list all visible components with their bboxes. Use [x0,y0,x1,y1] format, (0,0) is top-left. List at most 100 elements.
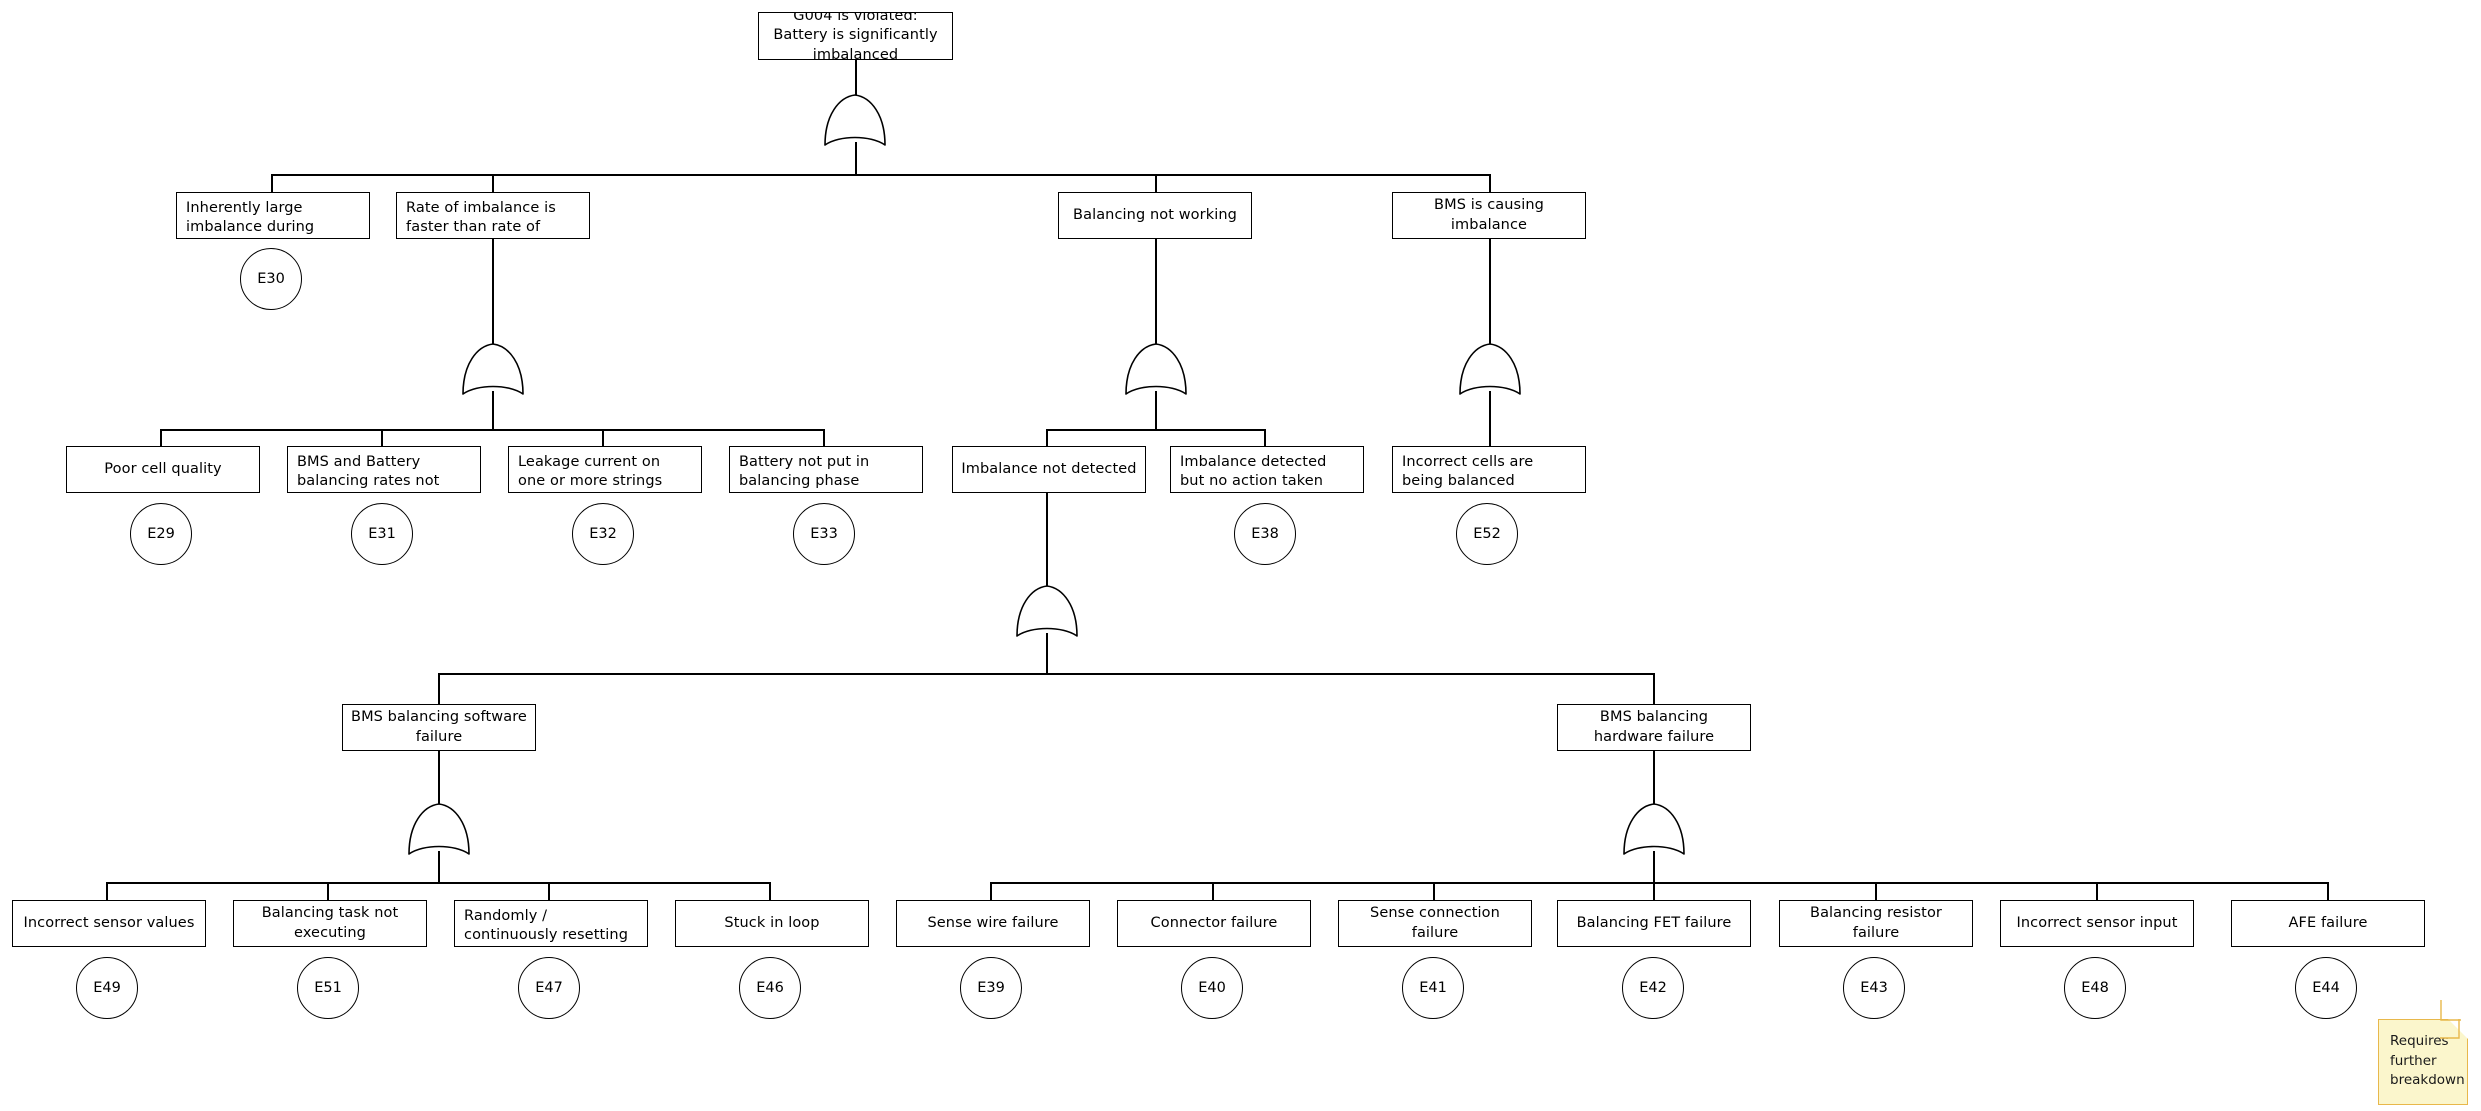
event-box-battery-not-balancing-phase[interactable]: Battery not put in balancing phase regul… [729,446,923,493]
event-label: Balancing not working [1073,206,1237,223]
top-event-box[interactable]: G004 is violated: Battery is significant… [758,12,953,60]
event-box-rate-of-imbalance[interactable]: Rate of imbalance is faster than rate of… [396,192,590,239]
event-box-bms-balancing-hardware-failure[interactable]: BMS balancing hardware failure [1557,704,1751,751]
connector-balancing-to-gate [1155,239,1157,351]
basic-event-E39[interactable]: E39 [960,957,1022,1019]
basic-event-E51[interactable]: E51 [297,957,359,1019]
basic-event-E49[interactable]: E49 [76,957,138,1019]
or-gate-rate-of-imbalance[interactable] [461,343,525,396]
event-box-incorrect-sensor-values[interactable]: Incorrect sensor values [12,900,206,947]
event-label: Sense wire failure [927,914,1059,931]
basic-event-E41[interactable]: E41 [1402,957,1464,1019]
basic-event-id: E32 [589,526,617,542]
basic-event-E42[interactable]: E42 [1622,957,1684,1019]
basic-event-id: E51 [314,980,342,996]
event-label: Imbalance not detected [961,460,1137,477]
event-label: Balancing resistor failure [1810,905,1942,941]
basic-event-E38[interactable]: E38 [1234,503,1296,565]
event-box-randomly-continuously-resetting[interactable]: Randomly / continuously resetting [454,900,648,947]
event-box-imbalance-detected-no-action[interactable]: Imbalance detected but no action taken [1170,446,1364,493]
event-label: Stuck in loop [724,914,820,931]
basic-event-id: E33 [810,526,838,542]
basic-event-id: E44 [2312,980,2340,996]
basic-event-E43[interactable]: E43 [1843,957,1905,1019]
event-box-balancing-task-not-executing[interactable]: Balancing task not executing [233,900,427,947]
connector-imbalance-to-gate [1046,493,1048,593]
bus-balancing-children [1046,429,1265,431]
event-box-leakage-current[interactable]: Leakage current on one or more strings [508,446,702,493]
drop-sw-3 [548,882,550,901]
or-gate-imbalance-not-detected[interactable] [1015,585,1079,638]
event-box-inherently-large-imbalance[interactable]: Inherently large imbalance during batter… [176,192,370,239]
basic-event-E52[interactable]: E52 [1456,503,1518,565]
connector-gate-top-down [855,142,857,175]
event-label: Inherently large imbalance during batter… [186,200,315,236]
drop-gate-imbalance [1046,633,1048,675]
drop-gate-software [438,851,440,884]
drop-l3-2 [381,429,383,446]
connector-software-to-gate [438,751,440,811]
basic-event-E30[interactable]: E30 [240,248,302,310]
event-box-incorrect-cells-balanced[interactable]: Incorrect cells are being balanced [1392,446,1586,493]
or-gate-bms-causing-imbalance[interactable] [1458,343,1522,396]
event-label: Incorrect cells are being balanced [1402,454,1534,490]
event-label: BMS and Battery balancing rates not matc… [297,454,440,490]
event-box-sense-wire-failure[interactable]: Sense wire failure [896,900,1090,947]
event-box-balancing-not-working[interactable]: Balancing not working [1058,192,1252,239]
drop-hw-1 [990,882,992,901]
event-box-imbalance-not-detected[interactable]: Imbalance not detected [952,446,1146,493]
basic-event-E31[interactable]: E31 [351,503,413,565]
basic-event-E47[interactable]: E47 [518,957,580,1019]
basic-event-E48[interactable]: E48 [2064,957,2126,1019]
or-gate-icon [824,94,886,146]
event-box-balancing-fet-failure[interactable]: Balancing FET failure [1557,900,1751,947]
basic-event-E33[interactable]: E33 [793,503,855,565]
basic-event-id: E31 [368,526,396,542]
or-gate-software-failure[interactable] [407,803,471,856]
event-label: Sense connection failure [1370,905,1500,941]
or-gate-icon [462,343,524,395]
basic-event-id: E47 [535,980,563,996]
event-box-stuck-in-loop[interactable]: Stuck in loop [675,900,869,947]
event-box-bms-balancing-software-failure[interactable]: BMS balancing software failure [342,704,536,751]
event-label: Connector failure [1150,914,1278,931]
drop-l2-3 [1155,174,1157,193]
or-gate-hardware-failure[interactable] [1622,803,1686,856]
basic-event-E44[interactable]: E44 [2295,957,2357,1019]
drop-sw-1 [106,882,108,901]
bus-level4 [438,673,1654,675]
basic-event-id: E49 [93,980,121,996]
drop-hw-2 [1212,882,1214,901]
event-box-afe-failure[interactable]: AFE failure [2231,900,2425,947]
sticky-note-requires-further-breakdown[interactable]: Requires further breakdown [2378,1000,2469,1105]
event-box-bms-battery-rates-not-matched[interactable]: BMS and Battery balancing rates not matc… [287,446,481,493]
basic-event-id: E29 [147,526,175,542]
connector-rate-to-gate [492,239,494,351]
event-label: Incorrect sensor values [23,914,195,931]
event-box-sense-connection-failure[interactable]: Sense connection failure [1338,900,1532,947]
event-label: Rate of imbalance is faster than rate of… [406,200,556,236]
event-label: Battery not put in balancing phase regul… [739,454,870,490]
basic-event-E29[interactable]: E29 [130,503,192,565]
drop-l3-4 [823,429,825,446]
drop-l2-4 [1489,174,1491,193]
or-gate-icon [1016,585,1078,637]
drop-gate-balancing [1155,391,1157,430]
or-gate-balancing-not-working[interactable] [1124,343,1188,396]
drop-hw-4 [1653,882,1655,901]
drop-l3-3 [602,429,604,446]
basic-event-E40[interactable]: E40 [1181,957,1243,1019]
basic-event-id: E43 [1860,980,1888,996]
connector-top-to-gate [855,60,857,103]
event-box-connector-failure[interactable]: Connector failure [1117,900,1311,947]
basic-event-id: E41 [1419,980,1447,996]
event-box-balancing-resistor-failure[interactable]: Balancing resistor failure [1779,900,1973,947]
or-gate-top[interactable] [823,94,887,147]
event-box-bms-causing-imbalance[interactable]: BMS is causing imbalance [1392,192,1586,239]
event-label: BMS is causing imbalance [1434,197,1544,233]
basic-event-E32[interactable]: E32 [572,503,634,565]
event-box-poor-cell-quality[interactable]: Poor cell quality [66,446,260,493]
event-box-incorrect-sensor-input[interactable]: Incorrect sensor input [2000,900,2194,947]
basic-event-E46[interactable]: E46 [739,957,801,1019]
